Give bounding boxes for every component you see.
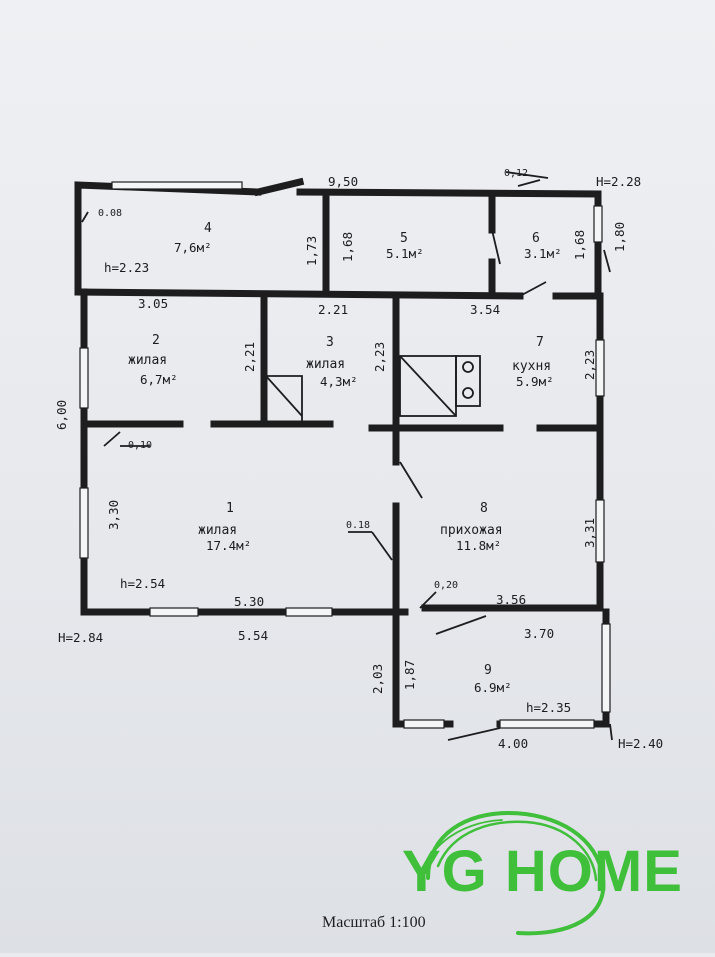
window-9-south bbox=[499, 719, 595, 729]
room-8-area: 11.8м² bbox=[456, 538, 501, 553]
door-lines bbox=[81, 171, 613, 741]
window-8 bbox=[595, 499, 605, 563]
windows bbox=[79, 181, 611, 729]
room-2-number: 2 bbox=[152, 333, 160, 348]
walls bbox=[74, 177, 610, 728]
dim-2-21: 2.21 bbox=[318, 302, 348, 317]
scale-label: Масштаб 1:100 bbox=[322, 914, 426, 931]
logo-swoosh-icon bbox=[419, 810, 606, 936]
dim-0-10: 0,10 bbox=[128, 440, 152, 451]
room-2-name: жилая bbox=[128, 353, 167, 368]
room-1-number: 1 bbox=[226, 501, 234, 516]
window-2 bbox=[79, 347, 89, 409]
dimension-labels: 9,50 0,12 H=2.28 0.08 h=2.23 1,73 1,68 1… bbox=[54, 168, 663, 751]
cooktop bbox=[455, 355, 481, 407]
window-1-south-a bbox=[149, 607, 199, 617]
room-8-name: прихожая bbox=[440, 523, 503, 538]
burner-1 bbox=[462, 361, 474, 373]
kitchen-fixtures bbox=[265, 355, 481, 424]
dim-6-00: 6,00 bbox=[54, 400, 69, 430]
window-6 bbox=[593, 205, 603, 243]
room-4-area: 7,6м² bbox=[174, 240, 212, 255]
room-5-area: 5.1м² bbox=[386, 246, 424, 261]
dim-1-68-a: 1,68 bbox=[340, 232, 355, 262]
dim-2-23-b: 2,23 bbox=[582, 350, 597, 380]
dim-0-20: 0,20 bbox=[434, 580, 458, 591]
room-6-number: 6 bbox=[532, 231, 540, 246]
height-2-84: H=2.84 bbox=[58, 630, 103, 645]
height-2-35: h=2.35 bbox=[526, 700, 571, 715]
window-7 bbox=[595, 339, 605, 397]
wall-veranda-entry bbox=[253, 177, 305, 197]
burner-2 bbox=[462, 387, 474, 399]
dim-1-73: 1,73 bbox=[304, 236, 319, 266]
dim-3-54: 3.54 bbox=[470, 302, 500, 317]
height-2-54: h=2.54 bbox=[120, 576, 165, 591]
room-2-area: 6,7м² bbox=[140, 372, 178, 387]
dim-1-80: 1,80 bbox=[612, 222, 627, 252]
room-5-number: 5 bbox=[400, 231, 408, 246]
dim-5-54: 5.54 bbox=[238, 628, 268, 643]
dim-3-05: 3.05 bbox=[138, 296, 168, 311]
room-7-number: 7 bbox=[536, 335, 544, 350]
window-1-south-b bbox=[285, 607, 333, 617]
room-3-area: 4,3м² bbox=[320, 374, 358, 389]
height-2-23: h=2.23 bbox=[104, 260, 149, 275]
window-1-west bbox=[79, 487, 89, 559]
dim-3-31: 3,31 bbox=[582, 518, 597, 548]
room-4-number: 4 bbox=[204, 221, 212, 236]
dim-2-03: 2,03 bbox=[370, 664, 385, 694]
wall-veranda-south bbox=[74, 288, 524, 300]
dim-2-23-a: 2,23 bbox=[372, 342, 387, 372]
dim-0-08: 0.08 bbox=[98, 208, 122, 219]
room-9-area: 6.9м² bbox=[474, 680, 512, 695]
room-1-name: жилая bbox=[198, 523, 237, 538]
wall-veranda-west bbox=[74, 181, 262, 296]
dim-0-12: 0,12 bbox=[504, 168, 528, 179]
window-9-south-w bbox=[403, 719, 445, 729]
room-8-number: 8 bbox=[480, 501, 488, 516]
dim-9-50: 9,50 bbox=[328, 174, 358, 189]
dim-3-70: 3.70 bbox=[524, 626, 554, 641]
dim-3-30: 3,30 bbox=[106, 500, 121, 530]
dim-5-30: 5.30 bbox=[234, 594, 264, 609]
dim-0-18: 0.18 bbox=[346, 520, 370, 531]
wall-veranda-top bbox=[296, 188, 602, 296]
dim-4-00: 4.00 bbox=[498, 736, 528, 751]
dim-1-68-b: 1,68 bbox=[572, 230, 587, 260]
window-9-east bbox=[601, 623, 611, 713]
room-7-name: кухня bbox=[512, 359, 551, 374]
height-2-40: H=2.40 bbox=[618, 736, 663, 751]
room-6-area: 3.1м² bbox=[524, 246, 562, 261]
room-1-area: 17.4м² bbox=[206, 538, 251, 553]
room-7-area: 5.9м² bbox=[516, 374, 554, 389]
window-4 bbox=[111, 181, 243, 190]
room-3-number: 3 bbox=[326, 335, 334, 350]
logo-text: YG HOME bbox=[402, 839, 683, 904]
stove-room3 bbox=[266, 375, 303, 424]
room-labels: 4 7,6м² 5 5.1м² 6 3.1м² 2 жилая 6,7м² 3 … bbox=[128, 221, 562, 695]
room-3-name: жилая bbox=[306, 357, 345, 372]
dim-3-56: 3.56 bbox=[496, 592, 526, 607]
room-9-number: 9 bbox=[484, 663, 492, 678]
dim-1-87: 1,87 bbox=[402, 660, 417, 690]
height-2-28: H=2.28 bbox=[596, 174, 641, 189]
dim-2-21-v: 2,21 bbox=[242, 342, 257, 372]
